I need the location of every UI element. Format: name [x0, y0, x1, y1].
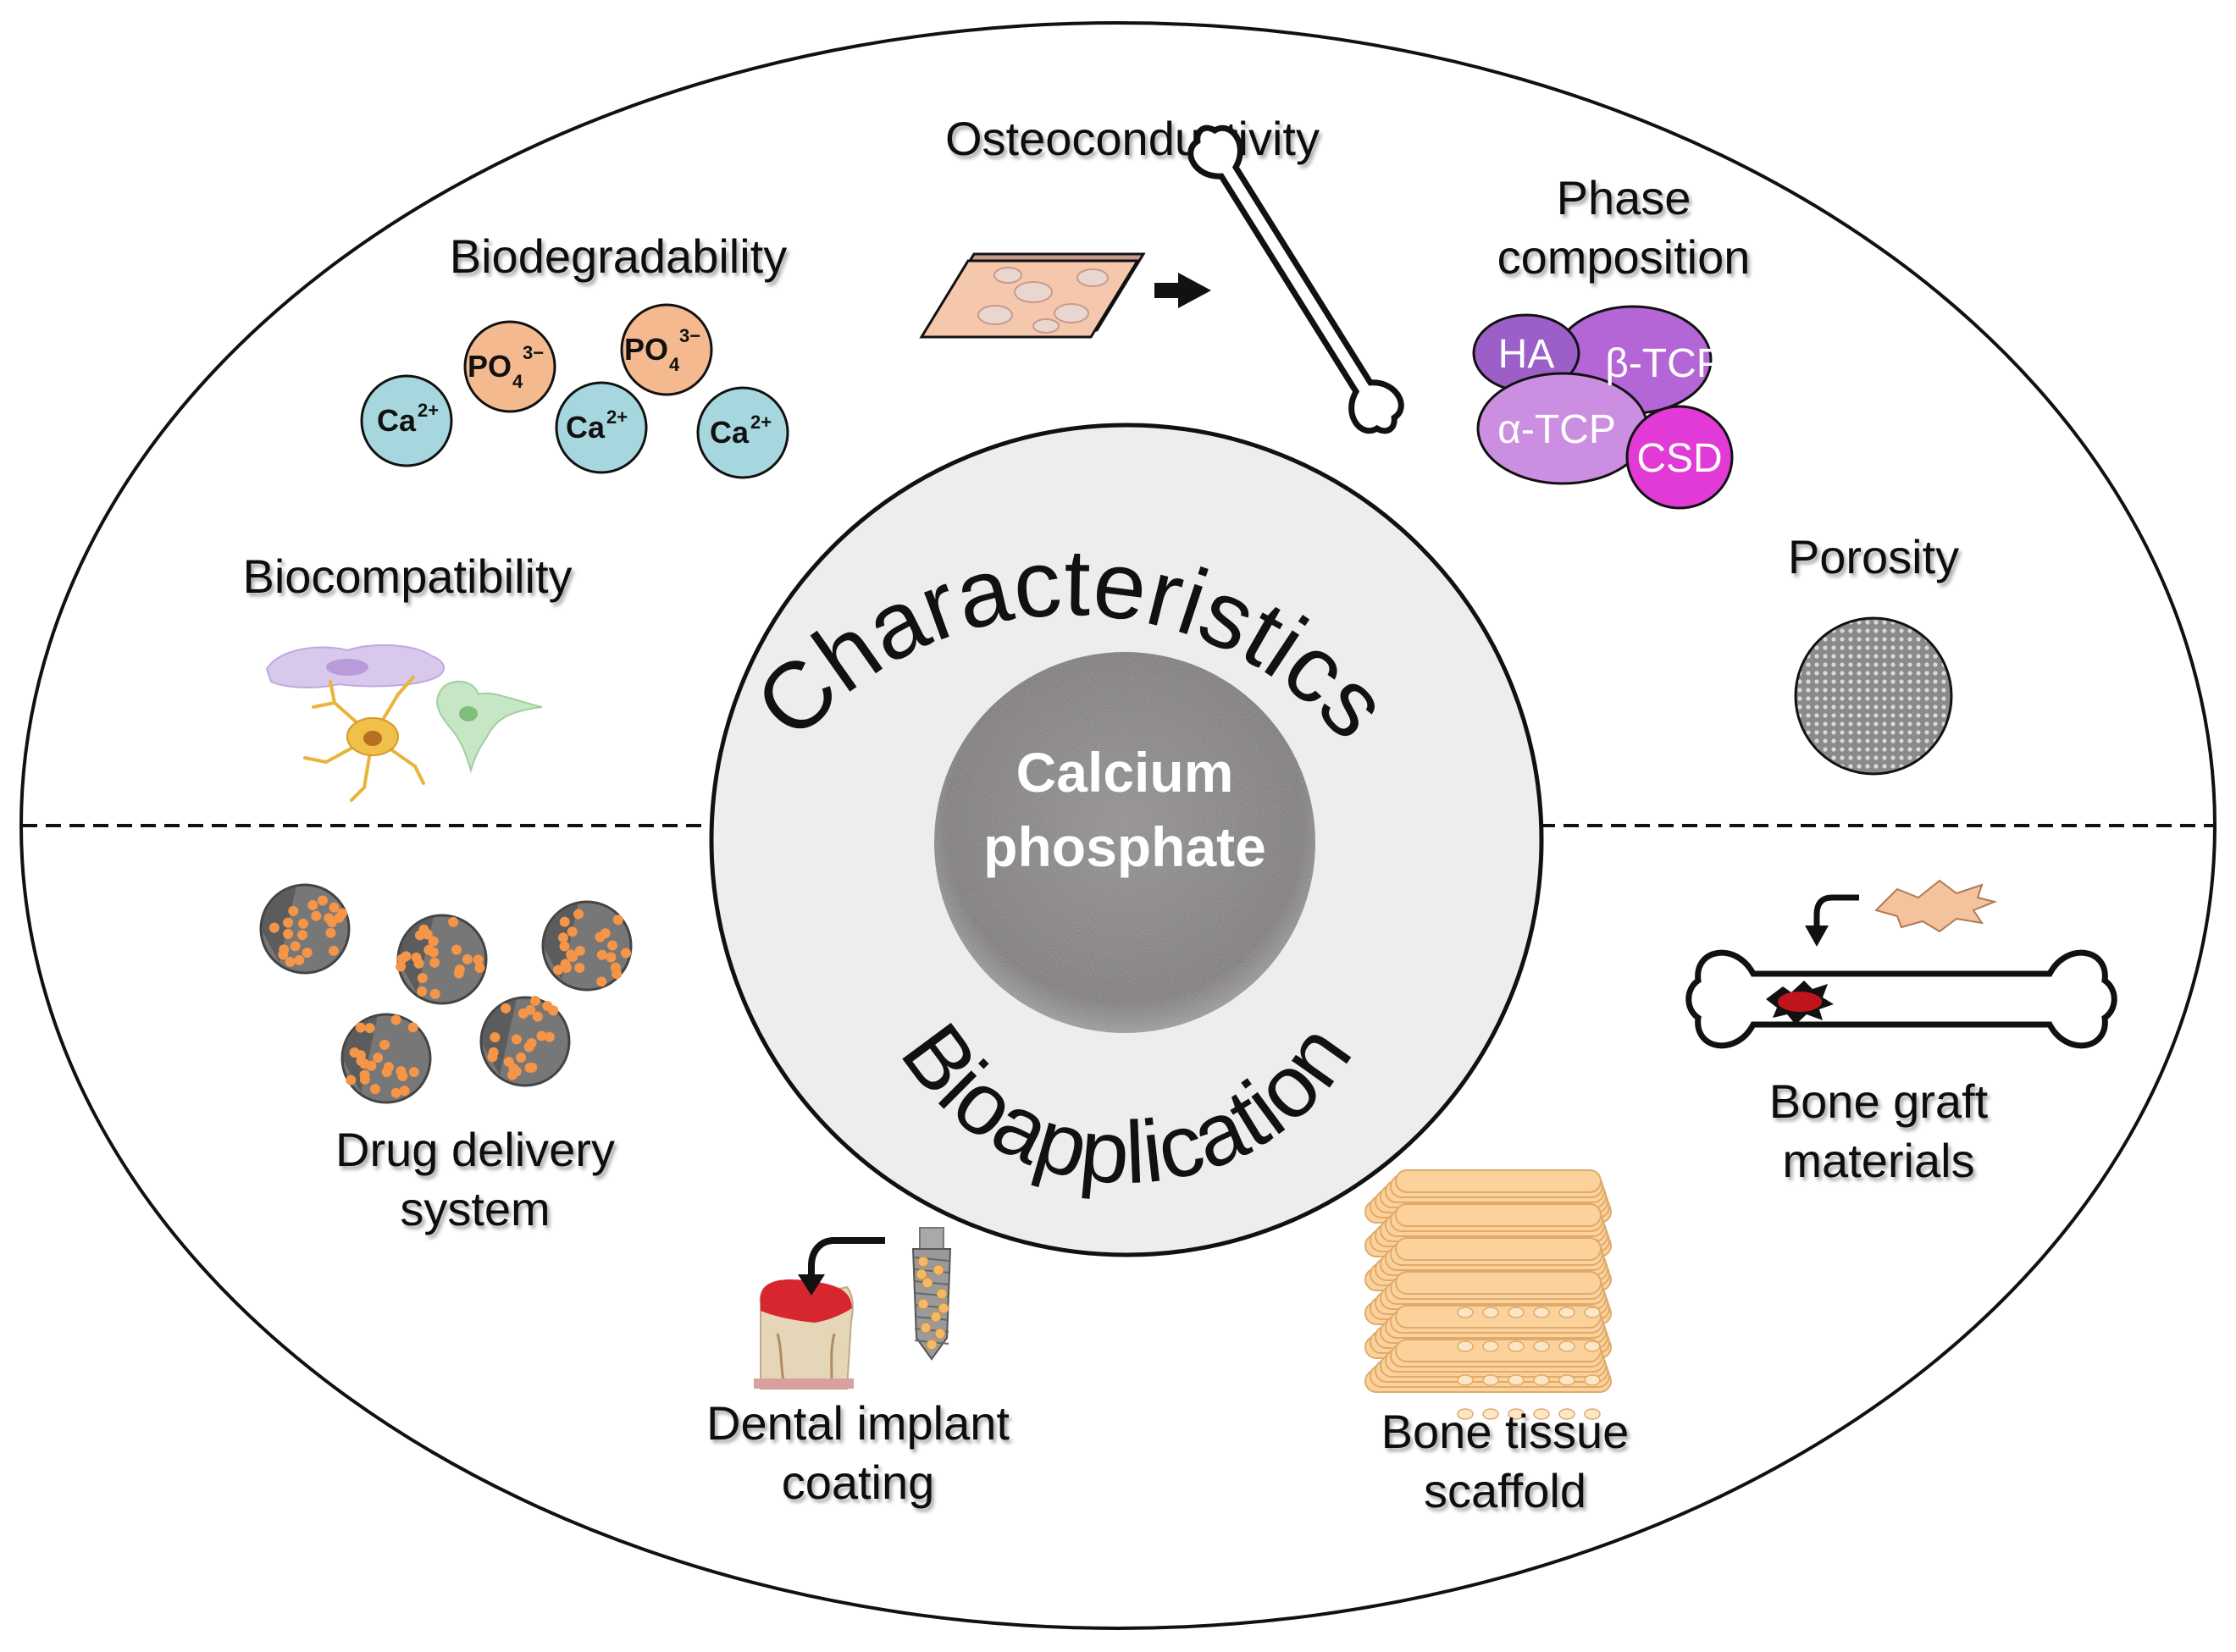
svg-text:Ca: Ca	[710, 415, 750, 450]
porous-disc-icon	[1794, 616, 1953, 776]
bone-graft-label-line1: Bone graft	[1769, 1075, 1989, 1128]
drug-particles-icon	[259, 883, 633, 1104]
phase-composition-label-line1: Phase	[1557, 171, 1691, 224]
biodegradability-label: Biodegradability	[450, 229, 787, 283]
calcium-ion: Ca 2+	[555, 381, 648, 474]
svg-text:4: 4	[669, 354, 680, 375]
phase-composition-label-line2: composition	[1497, 230, 1751, 284]
drug-delivery-label-line2: system	[400, 1182, 550, 1235]
phosphate-ion: PO 4 3−	[620, 303, 713, 396]
scaffold-label-line1: Bone tissue	[1381, 1405, 1630, 1458]
porosity-label: Porosity	[1788, 530, 1959, 583]
calcium-ion: Ca 2+	[696, 386, 789, 479]
drug-particle	[259, 883, 351, 975]
svg-text:4: 4	[512, 371, 523, 392]
svg-text:3−: 3−	[523, 342, 544, 363]
drug-particle	[479, 996, 571, 1087]
center-label-line2: phosphate	[983, 815, 1266, 878]
bone-icon	[1187, 124, 1404, 434]
fractured-bone-icon	[1685, 949, 2117, 1049]
drug-particle	[340, 1013, 432, 1104]
bone-graft-label-line2: materials	[1782, 1134, 1974, 1187]
svg-text:PO: PO	[468, 349, 512, 384]
phase-cluster: HA β-TCP α-TCP CSD	[1472, 305, 1734, 510]
osteoconductivity-label: Osteoconductivity	[945, 112, 1320, 165]
implant-screw-icon	[911, 1227, 952, 1361]
svg-text:Ca: Ca	[377, 403, 417, 438]
curved-arrow-icon	[798, 1237, 885, 1296]
graft-material-icon	[1874, 879, 1998, 933]
drug-delivery-label-line1: Drug delivery	[335, 1123, 615, 1176]
svg-text:2+: 2+	[418, 400, 439, 421]
svg-text:2+: 2+	[750, 412, 772, 433]
calcium-phosphate-powder	[934, 652, 1315, 1033]
dental-coating-label-line1: Dental implant	[706, 1396, 1010, 1450]
arrow-right-icon	[1154, 273, 1211, 308]
tooth-icon	[754, 1279, 854, 1390]
phase-ha: HA	[1498, 332, 1555, 377]
phase-alpha-tcp: α-TCP	[1497, 407, 1616, 452]
scaffold-icon	[1364, 1169, 1612, 1420]
phase-beta-tcp: β-TCP	[1605, 341, 1724, 386]
cells-icon	[265, 644, 543, 802]
biocompatibility-label: Biocompatibility	[242, 550, 572, 603]
svg-text:Ca: Ca	[566, 410, 606, 445]
scaffold-label-line2: scaffold	[1424, 1464, 1586, 1517]
svg-text:PO: PO	[624, 332, 668, 367]
curved-arrow-icon	[1805, 894, 1859, 947]
svg-text:3−: 3−	[679, 325, 700, 346]
drug-particle	[396, 914, 488, 1005]
ion-cluster: PO 4 3− PO 4 3− Ca 2+ Ca 2+ Ca 2+	[360, 303, 789, 479]
calcium-ion: Ca 2+	[360, 374, 453, 467]
dental-coating-label-line2: coating	[782, 1456, 935, 1509]
center-label-line1: Calcium	[1016, 741, 1234, 804]
cell-sheet-icon	[919, 252, 1146, 339]
svg-text:2+: 2+	[606, 406, 628, 428]
phosphate-ion: PO 4 3−	[463, 320, 556, 413]
phase-csd: CSD	[1636, 436, 1722, 481]
drug-particle	[541, 900, 633, 992]
